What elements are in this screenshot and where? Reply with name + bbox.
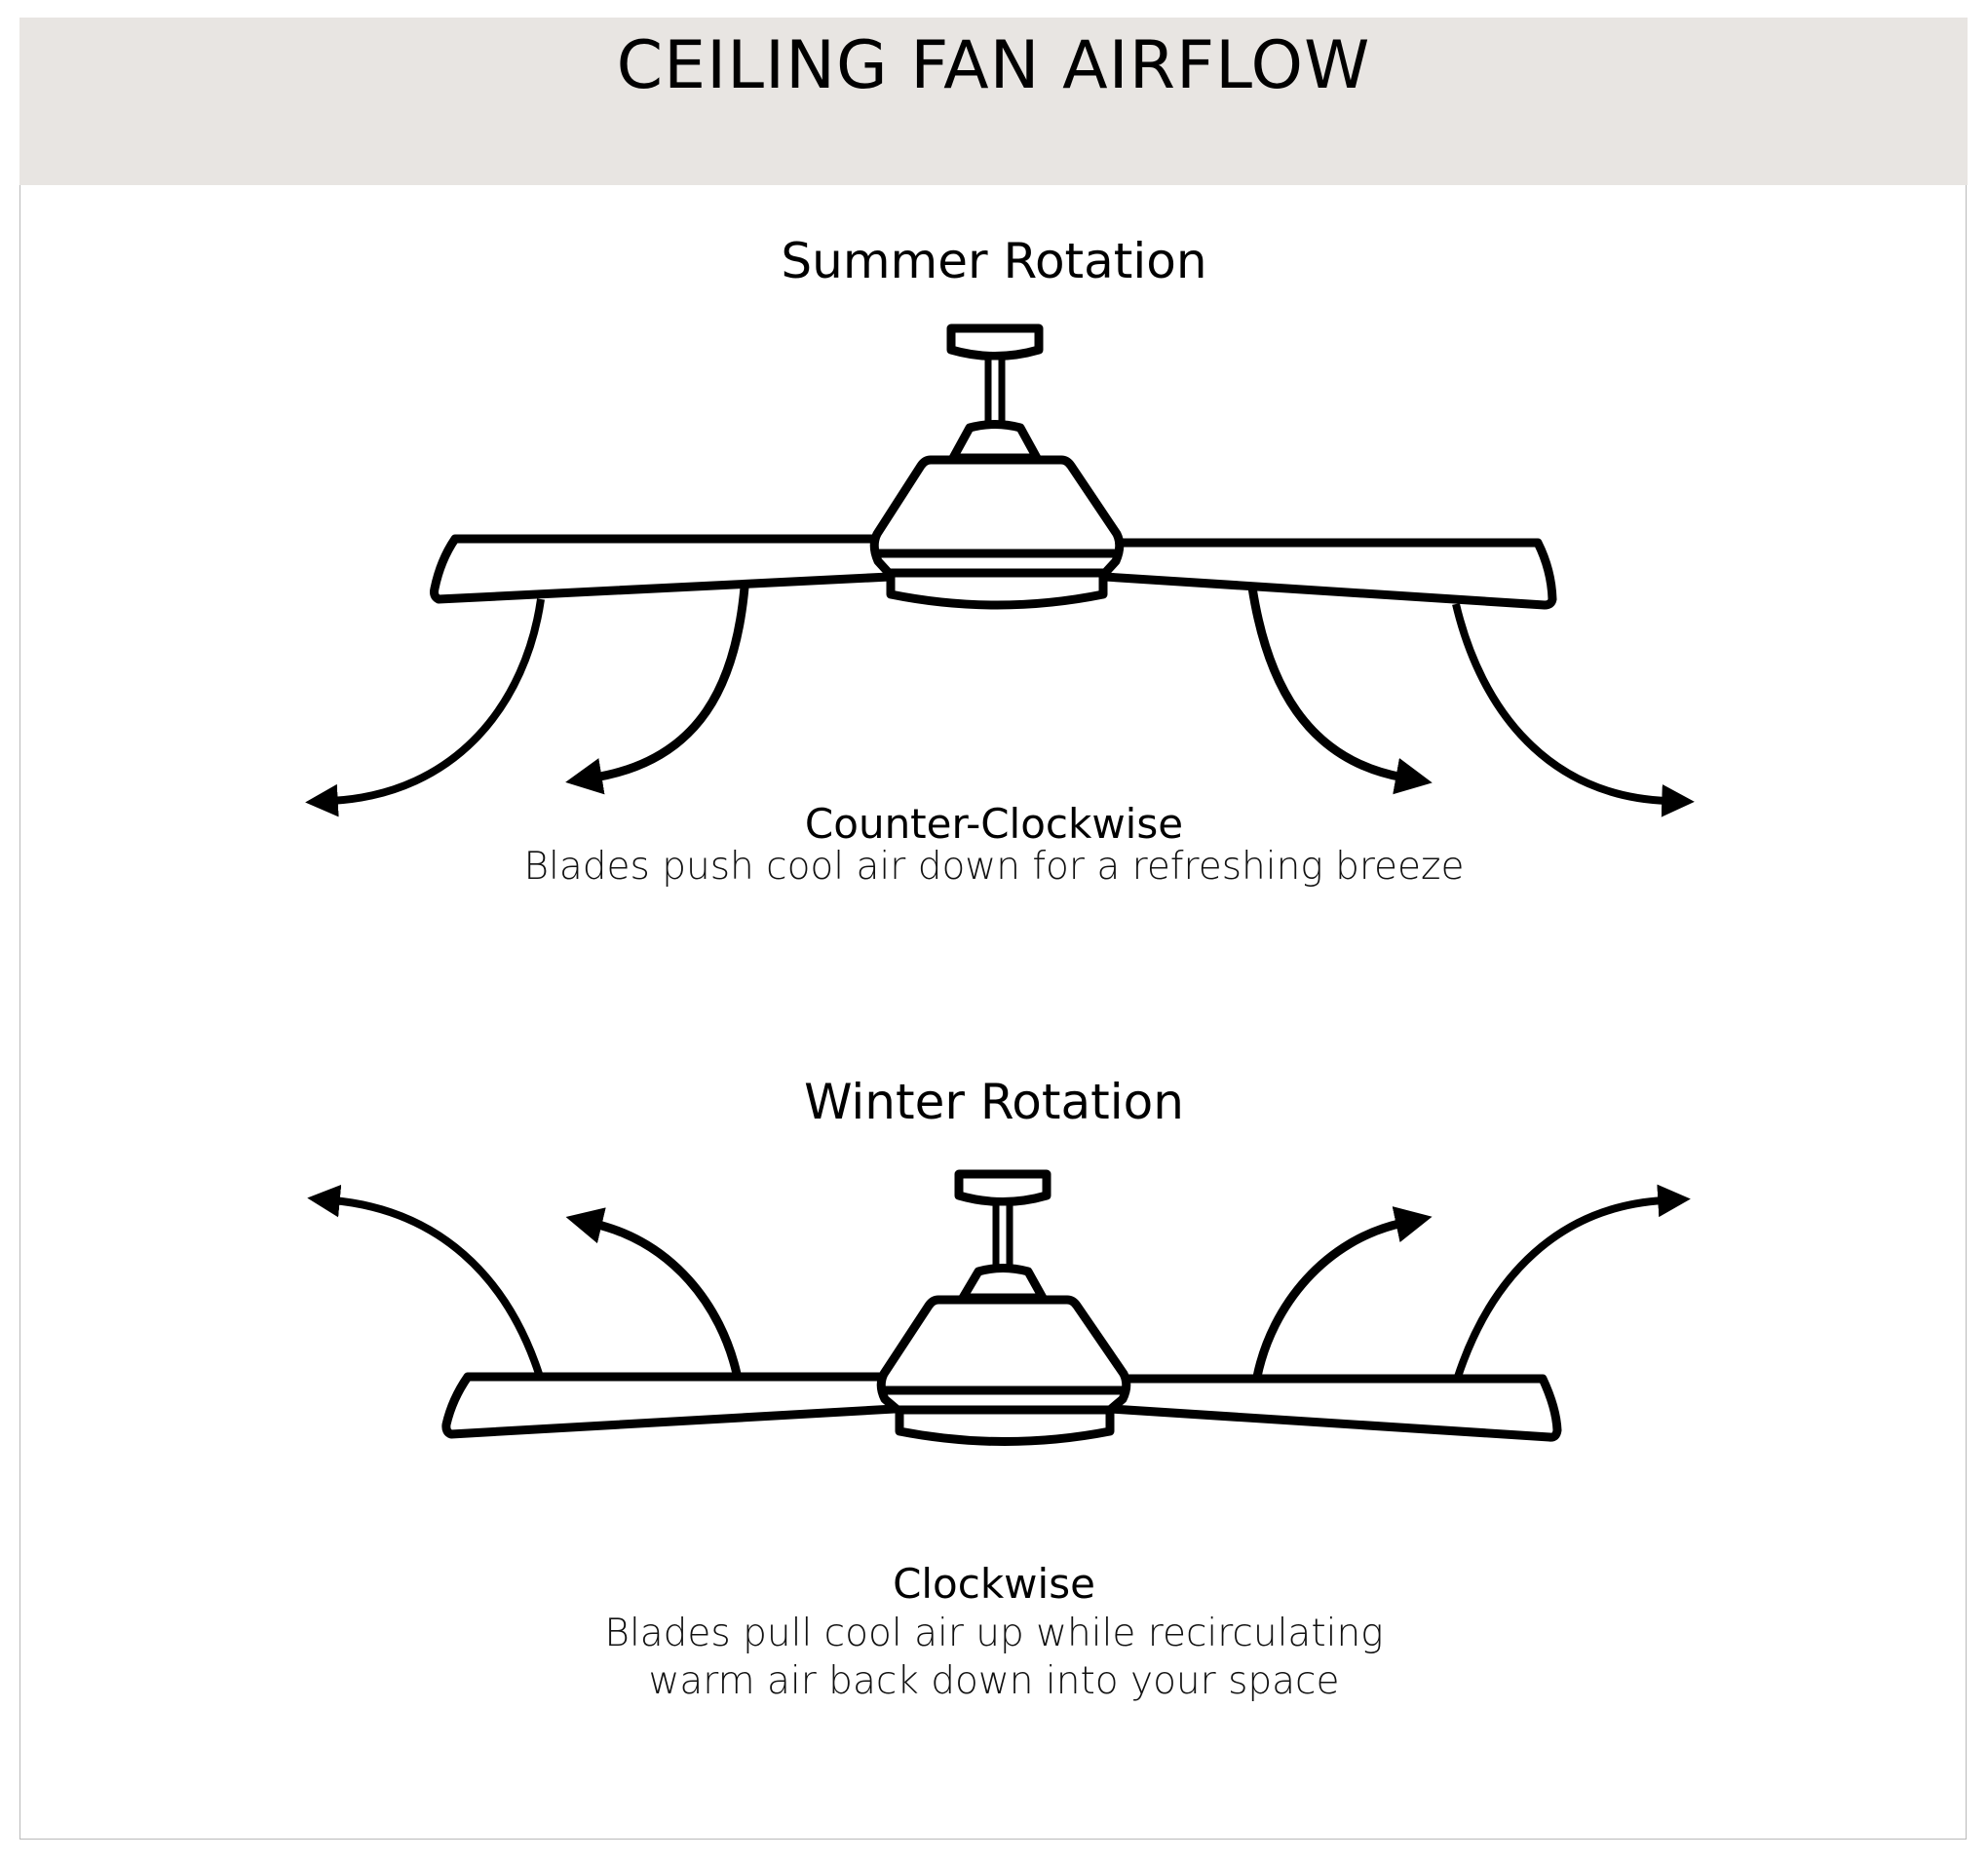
- winter-heading: Winter Rotation: [804, 1074, 1184, 1130]
- summer-light-kit: [886, 568, 1108, 610]
- arrow-up-right-inner-icon: [1252, 1206, 1433, 1378]
- arrow-down-right-inner-icon: [1247, 587, 1433, 795]
- winter-direction: Clockwise: [893, 1560, 1095, 1608]
- header-banner: CEILING FAN AIRFLOW: [19, 18, 1968, 185]
- arrow-up-left-inner-icon: [565, 1207, 742, 1376]
- arrow-down-right-outer-icon: [1452, 603, 1695, 817]
- winter-left-blade: [441, 1372, 899, 1439]
- winter-right-blade: [1106, 1374, 1562, 1442]
- summer-canopy: [946, 323, 1044, 361]
- winter-airflow-arrows: [307, 1184, 1691, 1379]
- arrow-down-left-outer-icon: [305, 598, 545, 817]
- winter-downrod: [992, 1198, 1013, 1273]
- winter-coupler: [958, 1264, 1048, 1303]
- summer-airflow-arrows: [305, 587, 1695, 817]
- winter-motor-housing: [876, 1295, 1131, 1415]
- arrow-down-left-inner-icon: [565, 587, 749, 795]
- summer-coupler: [948, 420, 1042, 463]
- winter-fan-illustration: [307, 1169, 1691, 1446]
- arrow-up-right-outer-icon: [1454, 1184, 1691, 1379]
- summer-direction: Counter-Clockwise: [804, 800, 1184, 848]
- winter-canopy: [954, 1169, 1051, 1206]
- summer-downrod: [984, 353, 1006, 430]
- diagram-frame: [19, 18, 1967, 1840]
- summer-left-blade: [430, 534, 895, 604]
- summer-motor-housing: [869, 455, 1125, 578]
- winter-description-line1: Blades pull cool air up while recirculat…: [604, 1612, 1384, 1655]
- page-title: CEILING FAN AIRFLOW: [616, 27, 1371, 104]
- summer-right-blade: [1100, 538, 1557, 610]
- summer-description: Blades push cool air down for a refreshi…: [523, 845, 1465, 889]
- winter-description-line2: warm air back down into your space: [648, 1659, 1340, 1703]
- arrow-up-left-outer-icon: [307, 1184, 543, 1376]
- winter-light-kit: [895, 1405, 1115, 1446]
- summer-heading: Summer Rotation: [781, 233, 1207, 289]
- summer-fan-illustration: [305, 323, 1695, 817]
